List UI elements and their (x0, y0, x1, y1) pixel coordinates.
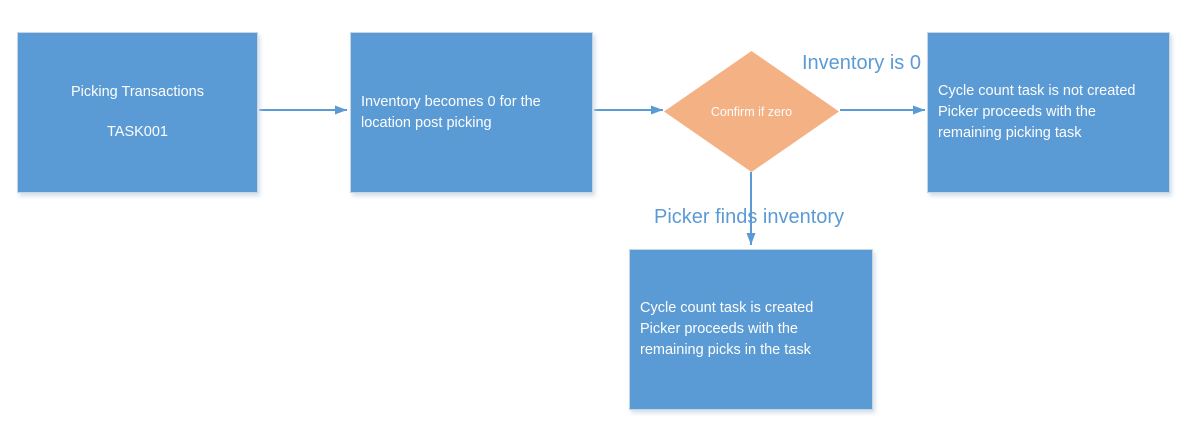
node-text-line: Cycle count task is created (640, 300, 814, 316)
node-text-line: remaining picking task (938, 125, 1082, 141)
node-text-line: TASK001 (107, 124, 168, 140)
node-task-created: Cycle count task is created Picker proce… (629, 249, 873, 410)
node-text-line: Inventory becomes 0 for the (361, 93, 541, 110)
node-task-not-created: Cycle count task is not created Picker p… (927, 32, 1170, 193)
decision-text: Confirm if zero (710, 104, 793, 119)
node-inventory-becomes-zero: Inventory becomes 0 for the location pos… (350, 32, 593, 193)
node-text-line: Picker proceeds with the (640, 321, 798, 337)
node-text-line: location post picking (361, 114, 492, 131)
node-text-line: Picker proceeds with the (938, 104, 1096, 120)
node-text-line: Cycle count task is not created (938, 83, 1136, 99)
node-text-line: remaining picks in the task (640, 342, 811, 358)
edge-label-picker-finds-inventory: Picker finds inventory (654, 206, 845, 228)
node-text-line: Picking Transactions (71, 84, 204, 100)
edge-label-inventory-is-zero: Inventory is 0 (802, 52, 921, 74)
node-picking-transactions: Picking Transactions TASK001 (17, 32, 258, 193)
